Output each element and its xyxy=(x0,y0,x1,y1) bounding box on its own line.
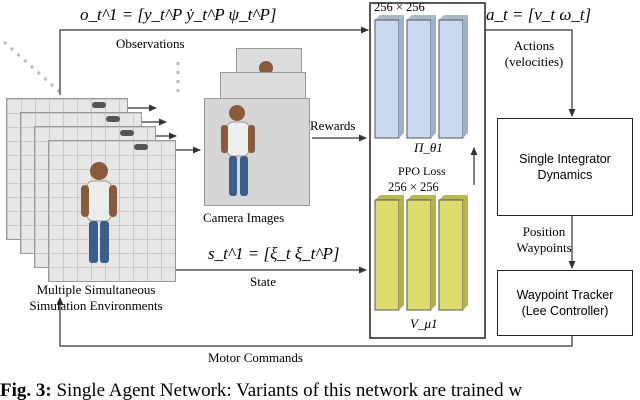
figure-caption: Fig. 3: Single Agent Network: Variants o… xyxy=(0,380,640,400)
network-frame xyxy=(369,2,486,339)
value-symbol: V_μ1 xyxy=(410,316,438,331)
dynamics-box: Single Integrator Dynamics xyxy=(497,118,633,216)
motor-commands-arrow xyxy=(56,297,573,347)
waypoint-tracker-box: Waypoint Tracker (Lee Controller) xyxy=(497,270,633,336)
environments-label: Multiple Simultaneous Simulation Environ… xyxy=(6,282,186,314)
tracker-line2: (Lee Controller) xyxy=(521,304,609,318)
drone-icon xyxy=(92,102,106,108)
camera-frame-3 xyxy=(204,98,310,206)
environments-label-line1: Multiple Simultaneous xyxy=(36,282,156,297)
ppo-loss-label: PPO Loss xyxy=(398,164,446,178)
policy-symbol: Π_θ1 xyxy=(414,140,443,155)
rewards-label: Rewards xyxy=(310,118,356,133)
actions-label-line1: Actions xyxy=(513,38,555,53)
drone-icon xyxy=(120,130,134,136)
human-figure-icon xyxy=(221,105,255,196)
position-waypoints-label: Position Waypoints xyxy=(508,224,580,256)
drone-icon xyxy=(134,144,148,150)
actions-label: Actions (velocities) xyxy=(492,38,576,70)
observations-label: Observations xyxy=(116,36,185,51)
dynamics-line2: Dynamics xyxy=(537,168,593,182)
position-waypoints-line2: Waypoints xyxy=(516,240,572,255)
human-figure-icon xyxy=(81,162,117,263)
motor-commands-label: Motor Commands xyxy=(208,350,303,365)
position-waypoints-line1: Position xyxy=(522,224,566,239)
camera-images-label: Camera Images xyxy=(203,210,285,225)
actions-label-line2: (velocities) xyxy=(504,54,564,69)
sim-env-frame-4 xyxy=(48,140,176,282)
policy-size-label: 256 × 256 xyxy=(374,0,425,14)
drone-icon xyxy=(106,116,120,122)
observations-arrow xyxy=(59,26,369,95)
observation-formula: o_t^1 = [y_t^P ẏ_t^P ψ_t^P] xyxy=(80,5,277,24)
tracker-line1: Waypoint Tracker xyxy=(516,288,614,302)
environments-label-line2: Simulation Environments xyxy=(29,298,163,313)
dynamics-line1: Single Integrator xyxy=(519,152,611,166)
state-formula: s_t^1 = [ξ_t ξ_t^P] xyxy=(208,244,340,263)
actions-arrow xyxy=(485,29,576,117)
policy-layers xyxy=(374,15,468,139)
action-formula: a_t = [v_t ω_t] xyxy=(486,5,592,24)
value-size-label: 256 × 256 xyxy=(388,180,439,194)
caption-prefix: Fig. 3: xyxy=(0,380,52,400)
dotted-line-left xyxy=(3,40,61,94)
value-layers xyxy=(374,195,468,311)
state-label: State xyxy=(250,274,276,289)
caption-text: Single Agent Network: Variants of this n… xyxy=(51,380,523,400)
